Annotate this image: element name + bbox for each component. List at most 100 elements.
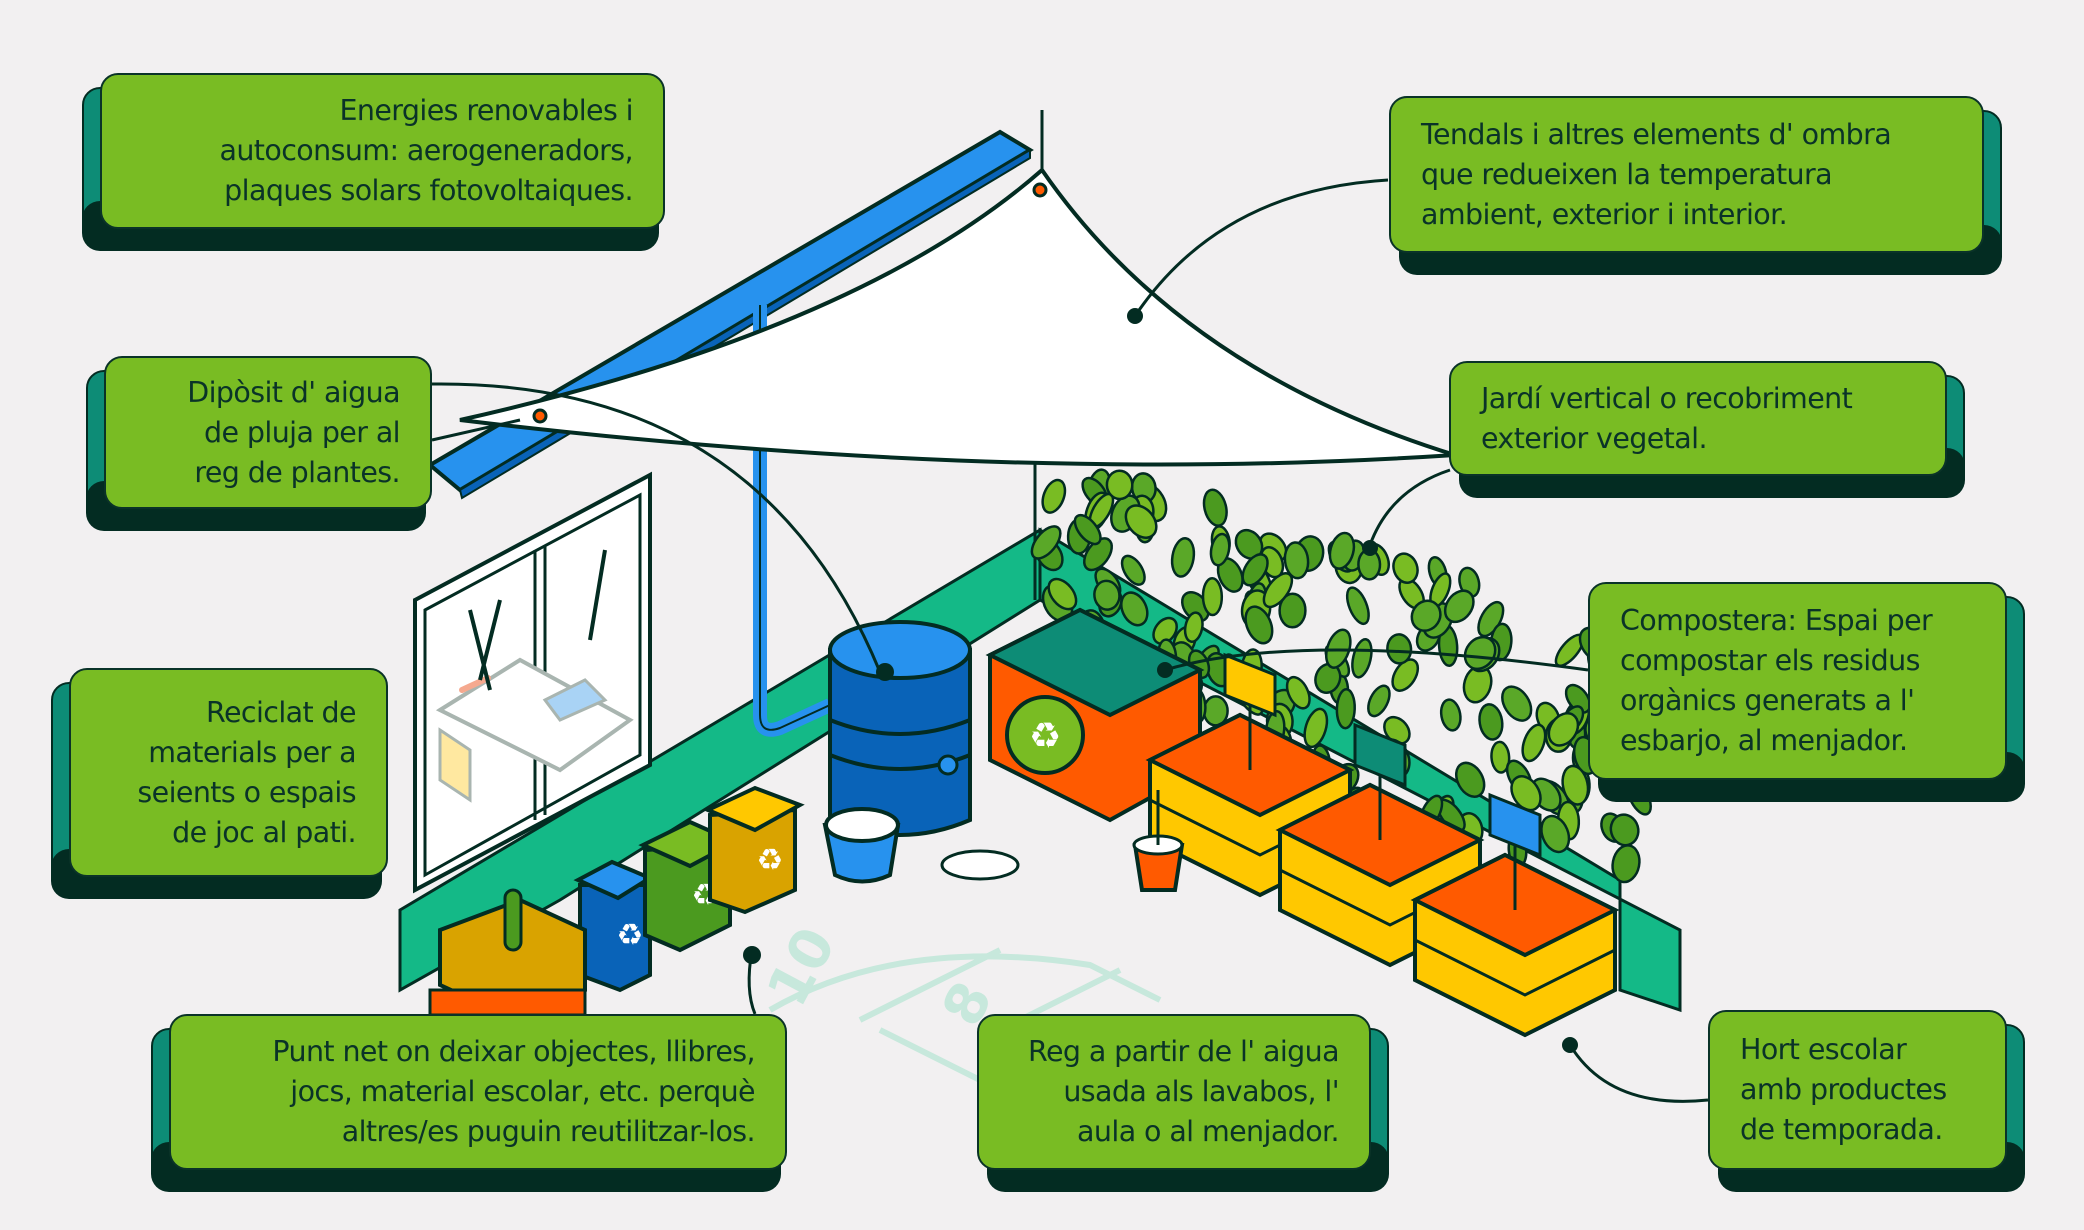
leaf-icon bbox=[1285, 675, 1311, 710]
callout-text-line: materials per a bbox=[148, 735, 356, 769]
recycle-icon: ♻ bbox=[757, 843, 784, 878]
window bbox=[413, 471, 652, 894]
floor-drain bbox=[940, 849, 1020, 881]
leaf-icon bbox=[1521, 723, 1547, 763]
leaf-icon bbox=[1391, 658, 1420, 692]
leaf-icon bbox=[1209, 532, 1231, 567]
callout-text-line: usada als lavabos, l' bbox=[1063, 1075, 1339, 1108]
callout-text-line: reg de plantes. bbox=[194, 455, 400, 489]
callout-text-line: exterior vegetal. bbox=[1481, 421, 1708, 455]
leaf-icon bbox=[1501, 685, 1533, 722]
planter-box bbox=[1410, 792, 1620, 1038]
callout-text-line: plaques solars fotovoltaiques. bbox=[224, 174, 633, 207]
bin-yellow: ♻ bbox=[703, 785, 805, 915]
leaf-icon bbox=[1561, 764, 1590, 806]
leaf-icon bbox=[1201, 576, 1224, 617]
callout-text-line: aula o al menjador. bbox=[1077, 1115, 1340, 1148]
callout-text-line: Compostera: Espai per bbox=[1620, 604, 1933, 637]
callout-text-line: Tendals i altres elements d' ombra bbox=[1421, 117, 1892, 151]
leaf-icon bbox=[1241, 553, 1269, 587]
leaf-icon bbox=[1152, 616, 1178, 645]
leaf-icon bbox=[1490, 740, 1511, 774]
callout-text-line: amb productes bbox=[1740, 1073, 1947, 1106]
callout-clean-point: Punt net on deixar objectes, llibres, jo… bbox=[151, 1014, 787, 1192]
leaf-icon bbox=[1073, 513, 1102, 546]
leaf-icon bbox=[1351, 638, 1373, 679]
callout-shade-awnings: Tendals i altres elements d' ombra que r… bbox=[1389, 96, 2002, 275]
recycled-materials-crate bbox=[428, 888, 587, 1018]
leaf-icon bbox=[1392, 552, 1419, 584]
leaf-icon bbox=[1463, 635, 1497, 671]
leaf-icon bbox=[1478, 703, 1504, 741]
callout-rainwater-tank: Dipòsit d' aigua de pluja per al reg de … bbox=[86, 356, 432, 531]
leaf-icon bbox=[1303, 707, 1329, 749]
leaf-icon bbox=[1030, 525, 1062, 560]
leaf-icon bbox=[1202, 488, 1228, 527]
callout-text-line: seients o espais bbox=[137, 775, 356, 809]
leaf-icon bbox=[1120, 554, 1146, 586]
callout-text-line: que redueixen la temperatura bbox=[1421, 157, 1833, 191]
leaf-icon bbox=[1120, 591, 1149, 627]
callout-text-line: de temporada. bbox=[1740, 1113, 1943, 1146]
callout-text-line: orgànics generats a l' bbox=[1620, 684, 1915, 717]
leaf-icon bbox=[1183, 611, 1204, 643]
garden-planters bbox=[1145, 652, 1620, 1038]
leaf-icon bbox=[1454, 761, 1486, 798]
leaf-icon bbox=[1244, 605, 1274, 645]
callout-text-line: Reg a partir de l' aigua bbox=[1028, 1035, 1340, 1068]
plant-pot bbox=[1132, 790, 1185, 892]
callout-vertical-garden: Jardí vertical o recobriment exterior ve… bbox=[1449, 361, 1965, 498]
plant-label-sign bbox=[1488, 792, 1542, 858]
callout-greywater-irrigation: Reg a partir de l' aigua usada als lavab… bbox=[977, 1014, 1389, 1192]
compost-crate: ♻ bbox=[985, 607, 1205, 823]
leaf-icon bbox=[1041, 478, 1067, 514]
leaf-icon bbox=[1105, 469, 1134, 501]
leaf-icon bbox=[1278, 592, 1307, 629]
plant-label-sign bbox=[1353, 722, 1407, 788]
callout-text-line: Dipòsit d' aigua bbox=[187, 375, 400, 409]
shade-sail bbox=[459, 110, 1456, 467]
recycle-icon: ♻ bbox=[617, 918, 644, 953]
leaf-icon bbox=[1443, 589, 1475, 624]
callout-text-line: de pluja per al bbox=[204, 415, 401, 449]
rainwater-tank bbox=[828, 620, 972, 837]
bucket bbox=[822, 807, 901, 884]
leaf-icon bbox=[1124, 504, 1158, 539]
leaf-icon bbox=[1047, 577, 1078, 611]
leaf-icon bbox=[1609, 813, 1640, 847]
recycling-bins: ♻ ♻ ♻ bbox=[573, 785, 805, 993]
callout-text-line: esbarjo, al menjador. bbox=[1620, 724, 1908, 757]
bin-blue: ♻ bbox=[573, 859, 655, 993]
callout-text-line: Jardí vertical o recobriment bbox=[1481, 381, 1853, 415]
leaf-icon bbox=[1170, 537, 1196, 578]
leaf-icon bbox=[1083, 537, 1113, 572]
leaf-icon bbox=[1439, 698, 1462, 732]
callout-renewable-energy: Energies renovables i autoconsum: aeroge… bbox=[82, 73, 665, 251]
callout-recycled-materials: Reciclat de materials per a seients o es… bbox=[51, 668, 388, 899]
leaf-icon bbox=[1093, 579, 1121, 611]
callout-compost: Compostera: Espai per compostar els resi… bbox=[1588, 582, 2025, 802]
callout-school-garden: Hort escolar amb productes de temporada. bbox=[1708, 1010, 2025, 1192]
compost-recycle-icon: ♻ bbox=[1029, 716, 1061, 757]
callout-text-line: Punt net on deixar objectes, llibres, bbox=[272, 1035, 755, 1068]
leader-lines bbox=[431, 178, 1709, 1103]
hopscotch-number-10: 10 bbox=[755, 917, 849, 1016]
leaf-icon bbox=[1547, 712, 1580, 747]
callout-text-line: Energies renovables i bbox=[339, 94, 634, 127]
leaf-icon bbox=[1510, 775, 1542, 812]
callout-text-line: altres/es puguin reutilitzar-los. bbox=[341, 1115, 756, 1148]
leaf-icon bbox=[1328, 531, 1356, 570]
leaf-icon bbox=[1564, 683, 1592, 714]
callout-text-line: Reciclat de bbox=[206, 695, 357, 729]
callout-text-line: compostar els residus bbox=[1620, 644, 1920, 677]
leaf-icon bbox=[1540, 814, 1571, 854]
callout-text-line: jocs, material escolar, etc. perquè bbox=[290, 1075, 755, 1108]
leaf-icon bbox=[1283, 541, 1310, 580]
leaf-icon bbox=[1367, 684, 1391, 718]
callout-text-line: autoconsum: aerogeneradors, bbox=[219, 134, 633, 167]
callout-text-line: Hort escolar bbox=[1740, 1033, 1907, 1066]
leaf-icon bbox=[1410, 599, 1442, 632]
callout-text-line: de joc al pati. bbox=[172, 815, 357, 849]
leaf-icon bbox=[1345, 586, 1370, 626]
